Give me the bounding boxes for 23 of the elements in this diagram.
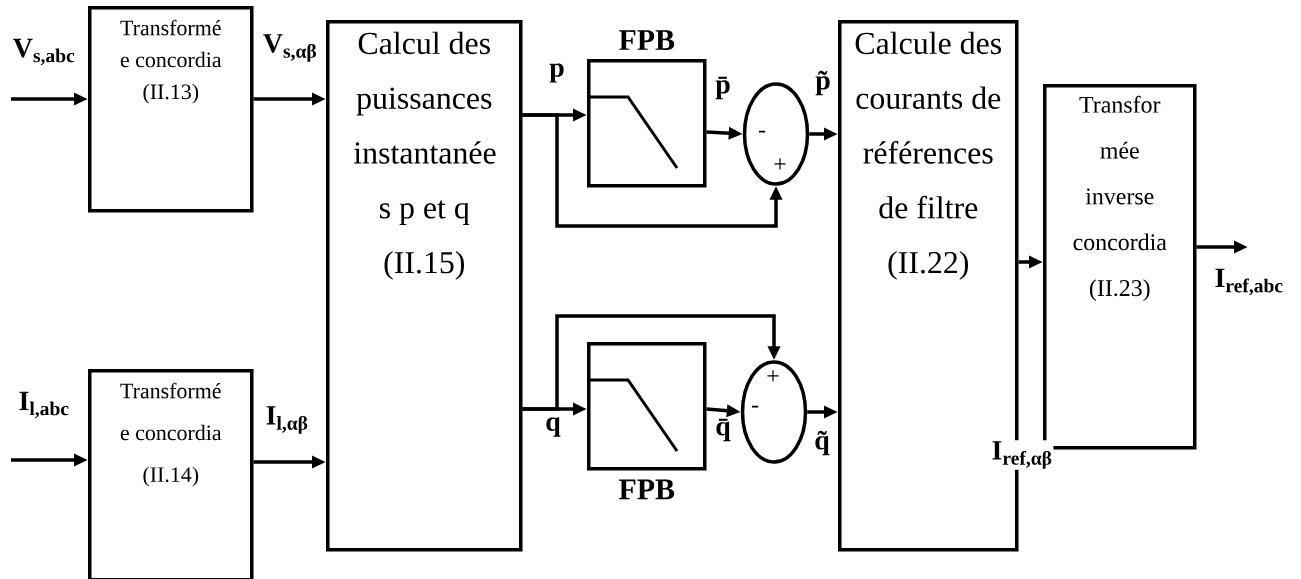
signal-label: I$_{l,abc}$: [17, 390, 71, 420]
low-pass-filter-block: FPB: [587, 342, 707, 500]
process-box: Transformé e concordia (II.13): [88, 6, 254, 213]
low-pass-filter-block: FPB: [587, 30, 707, 188]
process-box: Transfor mée inverse concordia (II.23): [1043, 84, 1197, 450]
signal-label: I$_{ref,abc}$: [1213, 267, 1285, 297]
signal-label: I$_{l,αβ}$: [264, 405, 310, 435]
signal-label: V$_{s,abc}$: [11, 37, 77, 67]
signal-label: p̃: [814, 69, 832, 97]
signal-label: V$_{s,αβ}$: [261, 33, 319, 63]
summing-junction: - +: [742, 82, 810, 186]
signal-label: q̃: [813, 429, 831, 457]
signal-label: p: [548, 62, 566, 84]
node-label: FPB: [619, 479, 675, 500]
process-box: Transformé e concordia (II.14): [88, 369, 254, 579]
process-box: Calcul des puissances instantanée s p et q (II.15): [326, 20, 523, 552]
signal-label: p̄: [714, 75, 732, 101]
signal-label: q̄: [714, 417, 732, 443]
signal-label: I$_{ref,αβ}$: [990, 440, 1054, 470]
arrow: [522, 314, 781, 411]
summing-junction: + -: [740, 360, 808, 464]
signal-label: q: [544, 416, 562, 438]
node-label: FPB: [619, 30, 675, 50]
